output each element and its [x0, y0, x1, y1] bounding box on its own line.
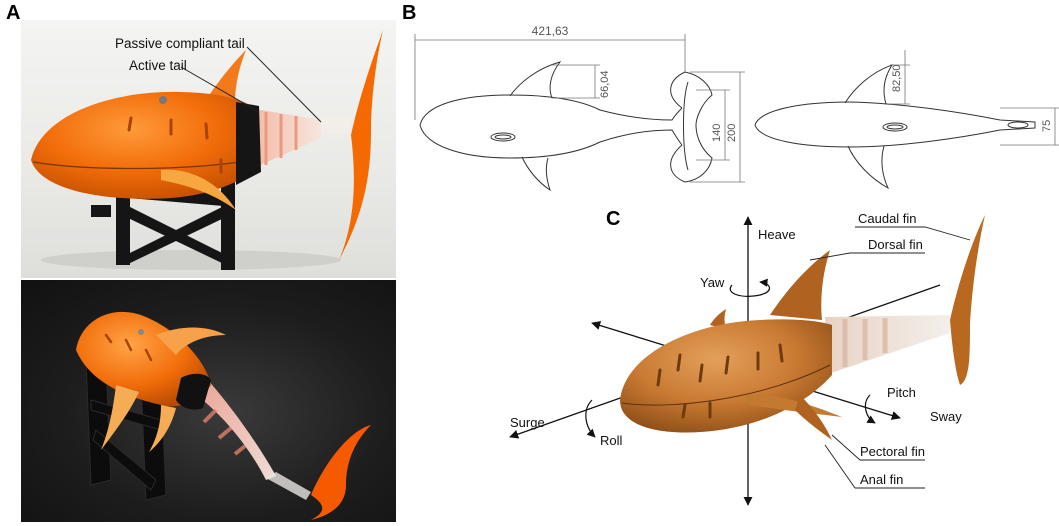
robot-photo-light: Passive compliant tail Active tail [21, 20, 396, 278]
passive-tail-label: Passive compliant tail [115, 36, 245, 51]
dim-dorsal-side: 66,04 [599, 70, 611, 98]
yaw-label: Yaw [700, 275, 725, 290]
sway-label: Sway [930, 409, 962, 424]
pectoral-fin-label: Pectoral fin [860, 444, 925, 459]
technical-drawing: 421,63 66,04 140 200 82,50 75 [414, 24, 1059, 192]
robot-photo-dark [21, 280, 396, 522]
render-diagram: Caudal fin Dorsal fin Pectoral fin Anal … [509, 211, 985, 506]
robot-fish-illustration-dark [76, 311, 371, 520]
roll-label: Roll [600, 433, 623, 448]
dim-caudal-outer: 200 [726, 124, 738, 142]
heave-label: Heave [758, 227, 796, 242]
anal-fin-label: Anal fin [860, 472, 903, 487]
dim-caudal-inner: 140 [711, 124, 723, 142]
dorsal-fin-label: Dorsal fin [868, 237, 923, 252]
dim-tail-width: 75 [1041, 120, 1053, 132]
panel-label-a: A [6, 2, 21, 24]
dim-dorsal-top: 82,50 [891, 64, 903, 92]
dim-overall-length: 421,63 [532, 24, 569, 38]
pitch-label: Pitch [887, 385, 916, 400]
panel-label-b: B [402, 2, 417, 24]
surge-label: Surge [510, 415, 545, 430]
caudal-fin-label: Caudal fin [858, 211, 917, 226]
active-tail-label: Active tail [129, 58, 187, 73]
panel-label-c: C [606, 208, 621, 230]
robot-fish-illustration-light [31, 30, 383, 270]
